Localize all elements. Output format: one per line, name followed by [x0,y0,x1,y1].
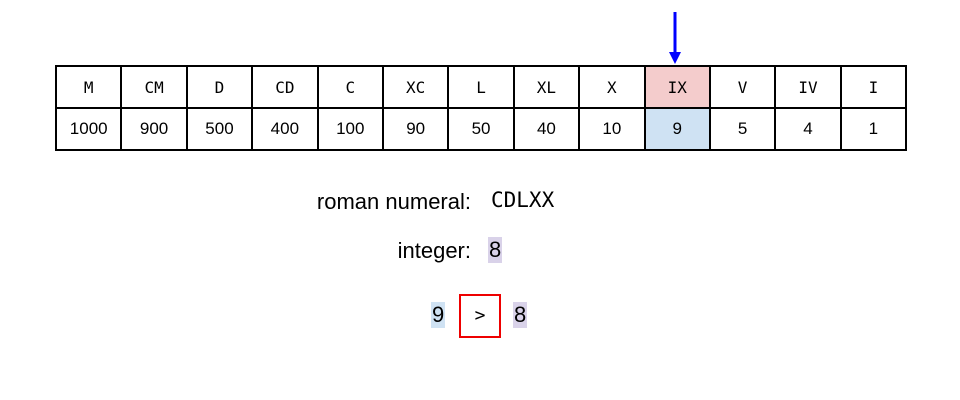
pointer-arrow-icon [669,12,681,64]
roman-numeral-label: roman numeral: [316,189,471,214]
value-cell: 400 [251,107,319,151]
symbol-cell: IX [643,65,711,109]
symbol-cell: D [185,65,254,109]
symbol-cell: I [839,65,908,109]
compare-left-value: 9 [431,302,446,328]
symbol-cell: CD [251,65,319,109]
value-cell: 40 [512,107,581,151]
value-cell: 4 [774,107,842,151]
value-cell: 5 [708,107,777,151]
symbol-cell: V [708,65,777,109]
value-cell: 500 [185,107,254,151]
symbol-cell: CM [120,65,188,109]
symbol-cell: L [447,65,515,109]
value-cell: 50 [447,107,515,151]
compare-right-value: 8 [513,302,528,328]
integer-value: 8 [488,237,503,263]
value-cell: 900 [120,107,188,151]
value-cell: 9 [643,107,711,151]
symbol-cell: XL [512,65,581,109]
integer-label: integer: [397,238,471,263]
compare-operator: > [459,294,501,338]
symbol-cell: IV [774,65,842,109]
roman-numeral-value: CDLXX [491,188,555,212]
symbol-cell: M [54,65,123,109]
value-cell: 90 [381,107,450,151]
value-cell: 1 [839,107,908,151]
value-cell: 100 [316,107,384,151]
symbol-cell: XC [381,65,450,109]
value-cell: 10 [578,107,646,151]
symbol-cell: C [316,65,384,109]
symbol-cell: X [578,65,646,109]
value-cell: 1000 [54,107,123,151]
